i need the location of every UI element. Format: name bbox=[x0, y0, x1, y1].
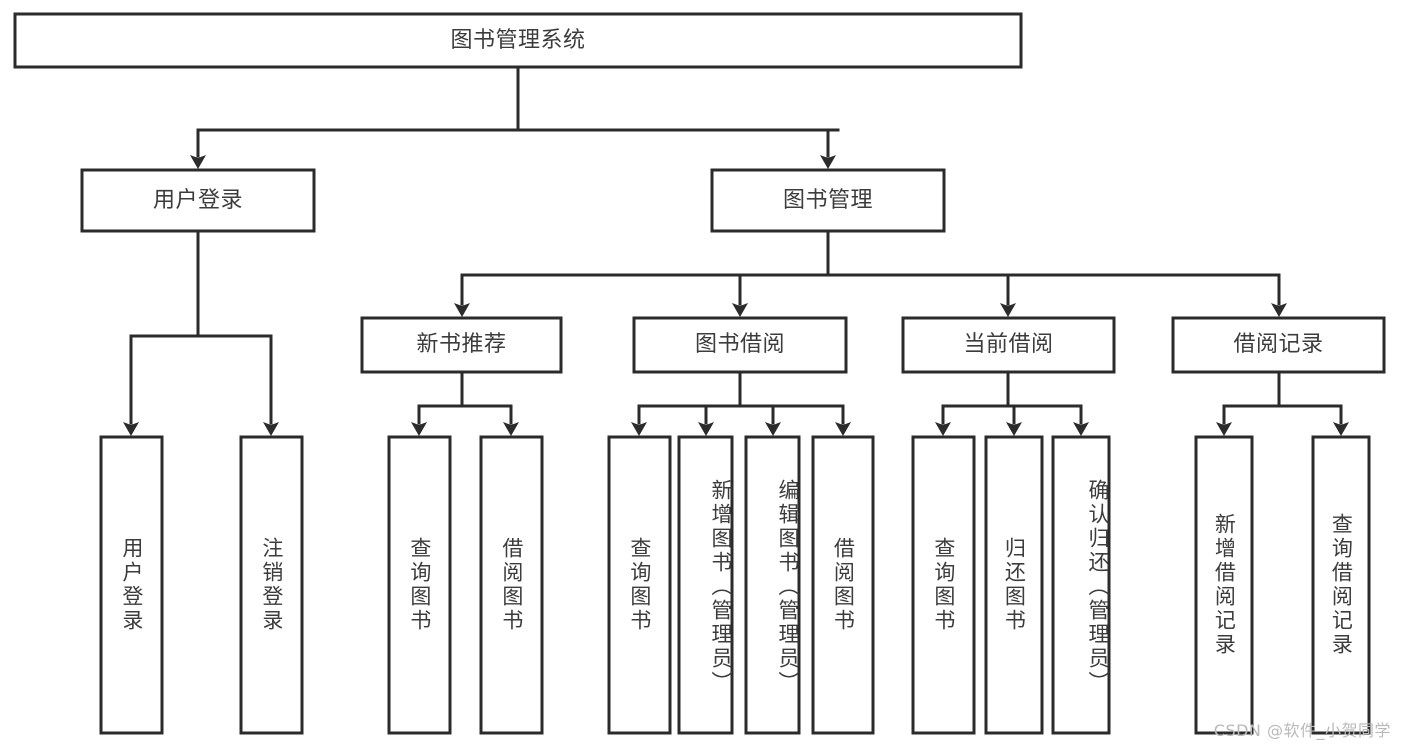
node-box-leaf-user-logout[interactable] bbox=[239, 435, 304, 735]
node-box-leaf-borrow-book-2[interactable] bbox=[811, 435, 875, 735]
connector-borrow-record-to-leaves bbox=[1216, 370, 1349, 436]
node-box-leaf-add-book[interactable] bbox=[677, 435, 734, 735]
node-box-leaf-return-book[interactable] bbox=[984, 435, 1044, 735]
connector-book-manage-to-level3 bbox=[454, 229, 1287, 317]
node-box-leaf-query-book-2[interactable] bbox=[607, 435, 672, 735]
node-box-leaf-borrow-book-1[interactable] bbox=[479, 435, 544, 735]
node-box-leaf-add-record[interactable] bbox=[1194, 435, 1254, 735]
node-box-book-manage[interactable] bbox=[710, 168, 946, 233]
watermark-text: CSDN @软件_小贺同学 bbox=[1213, 721, 1391, 740]
connector-user-login-to-leaves bbox=[123, 229, 279, 436]
node-box-current-borrow[interactable] bbox=[901, 316, 1116, 374]
node-box-leaf-query-book-3[interactable] bbox=[911, 435, 976, 735]
connector-root-to-level2 bbox=[190, 65, 840, 169]
node-box-new-book-recommend[interactable] bbox=[360, 316, 563, 374]
node-box-leaf-edit-book[interactable] bbox=[744, 435, 801, 735]
node-box-leaf-query-book-1[interactable] bbox=[387, 435, 452, 735]
connector-new-book-recommend-to-leaves bbox=[411, 370, 519, 436]
connector-current-borrow-to-leaves bbox=[935, 370, 1089, 436]
node-box-user-login[interactable] bbox=[80, 168, 316, 233]
node-box-leaf-user-login[interactable] bbox=[99, 435, 164, 735]
node-box-book-borrow[interactable] bbox=[632, 316, 848, 374]
node-box-leaf-confirm-return[interactable] bbox=[1051, 435, 1111, 735]
node-box-borrow-record[interactable] bbox=[1171, 316, 1386, 374]
connector-book-borrow-to-leaves bbox=[631, 370, 851, 436]
node-box-leaf-query-record[interactable] bbox=[1311, 435, 1371, 735]
node-box-root[interactable] bbox=[13, 12, 1023, 69]
